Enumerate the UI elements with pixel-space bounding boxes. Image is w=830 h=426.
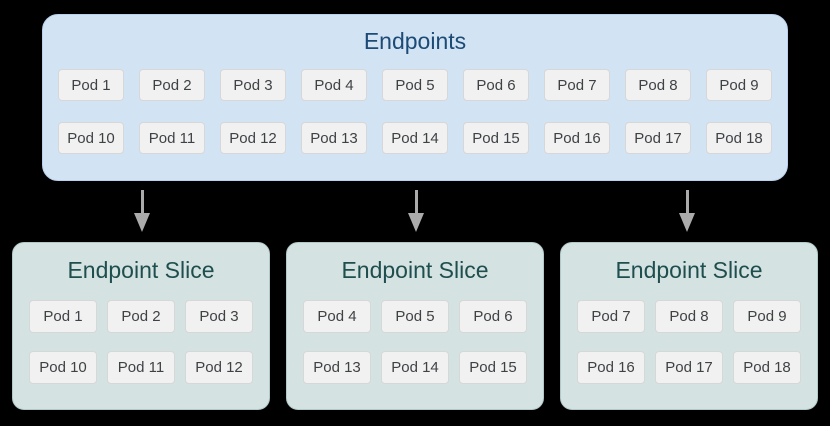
endpoint-slice-title: Endpoint Slice [615, 257, 763, 283]
arrow-head [679, 213, 695, 232]
pod-chip: Pod 10 [58, 122, 124, 154]
pod-chip: Pod 6 [463, 69, 529, 101]
pod-chip: Pod 14 [381, 351, 449, 384]
pod-chip: Pod 10 [29, 351, 97, 384]
endpoints-pod-row-1: Pod 1 Pod 2 Pod 3 Pod 4 Pod 5 Pod 6 Pod 7 Pod 8… [43, 69, 787, 101]
endpoint-slice-title: Endpoint Slice [67, 257, 215, 283]
pod-chip: Pod 3 [220, 69, 286, 101]
pod-chip: Pod 16 [577, 351, 645, 384]
pod-chip: Pod 9 [733, 300, 801, 333]
slice-3-pod-row-2: Pod 16 Pod 17 Pod 18 [561, 351, 817, 384]
pod-chip: Pod 7 [544, 69, 610, 101]
pod-chip: Pod 1 [29, 300, 97, 333]
pod-chip: Pod 9 [706, 69, 772, 101]
slice-2-pod-row-1: Pod 4 Pod 5 Pod 6 [287, 300, 543, 333]
arrow-down-icon [408, 190, 424, 232]
slice-1-pod-row-1: Pod 1 Pod 2 Pod 3 [13, 300, 269, 333]
pod-chip: Pod 4 [301, 69, 367, 101]
pod-chip: Pod 13 [301, 122, 367, 154]
pod-chip: Pod 2 [139, 69, 205, 101]
slice-3-pod-row-1: Pod 7 Pod 8 Pod 9 [561, 300, 817, 333]
arrow-stem [140, 190, 144, 213]
pod-chip: Pod 11 [139, 122, 205, 154]
arrow-head [408, 213, 424, 232]
pod-chip: Pod 11 [107, 351, 175, 384]
arrow-down-icon [134, 190, 150, 232]
pod-chip: Pod 6 [459, 300, 527, 333]
pod-chip: Pod 1 [58, 69, 124, 101]
arrow-stem [685, 190, 689, 213]
pod-chip: Pod 14 [382, 122, 448, 154]
pod-chip: Pod 5 [381, 300, 449, 333]
pod-chip: Pod 12 [220, 122, 286, 154]
slice-1-pod-row-2: Pod 10 Pod 11 Pod 12 [13, 351, 269, 384]
pod-chip: Pod 7 [577, 300, 645, 333]
pod-chip: Pod 2 [107, 300, 175, 333]
pod-chip: Pod 15 [463, 122, 529, 154]
pod-chip: Pod 13 [303, 351, 371, 384]
arrow-stem [414, 190, 418, 213]
pod-chip: Pod 4 [303, 300, 371, 333]
pod-chip: Pod 5 [382, 69, 448, 101]
pod-chip: Pod 3 [185, 300, 253, 333]
pod-chip: Pod 8 [625, 69, 691, 101]
pod-chip: Pod 17 [655, 351, 723, 384]
arrow-down-icon [679, 190, 695, 232]
slice-2-pod-row-2: Pod 13 Pod 14 Pod 15 [287, 351, 543, 384]
arrow-head [134, 213, 150, 232]
endpoints-box: Endpoints Pod 1 Pod 2 Pod 3 Pod 4 Pod 5 Pod 6… [42, 14, 788, 181]
pod-chip: Pod 17 [625, 122, 691, 154]
endpoints-title: Endpoints [363, 28, 467, 54]
pod-chip: Pod 12 [185, 351, 253, 384]
pod-chip: Pod 8 [655, 300, 723, 333]
pod-chip: Pod 15 [459, 351, 527, 384]
pod-chip: Pod 18 [706, 122, 772, 154]
pod-chip: Pod 18 [733, 351, 801, 384]
pod-chip: Pod 16 [544, 122, 610, 154]
endpoints-pod-row-2: Pod 10 Pod 11 Pod 12 Pod 13 Pod 14 Pod 15 Pod … [43, 122, 787, 154]
endpoint-slice-title: Endpoint Slice [341, 257, 489, 283]
